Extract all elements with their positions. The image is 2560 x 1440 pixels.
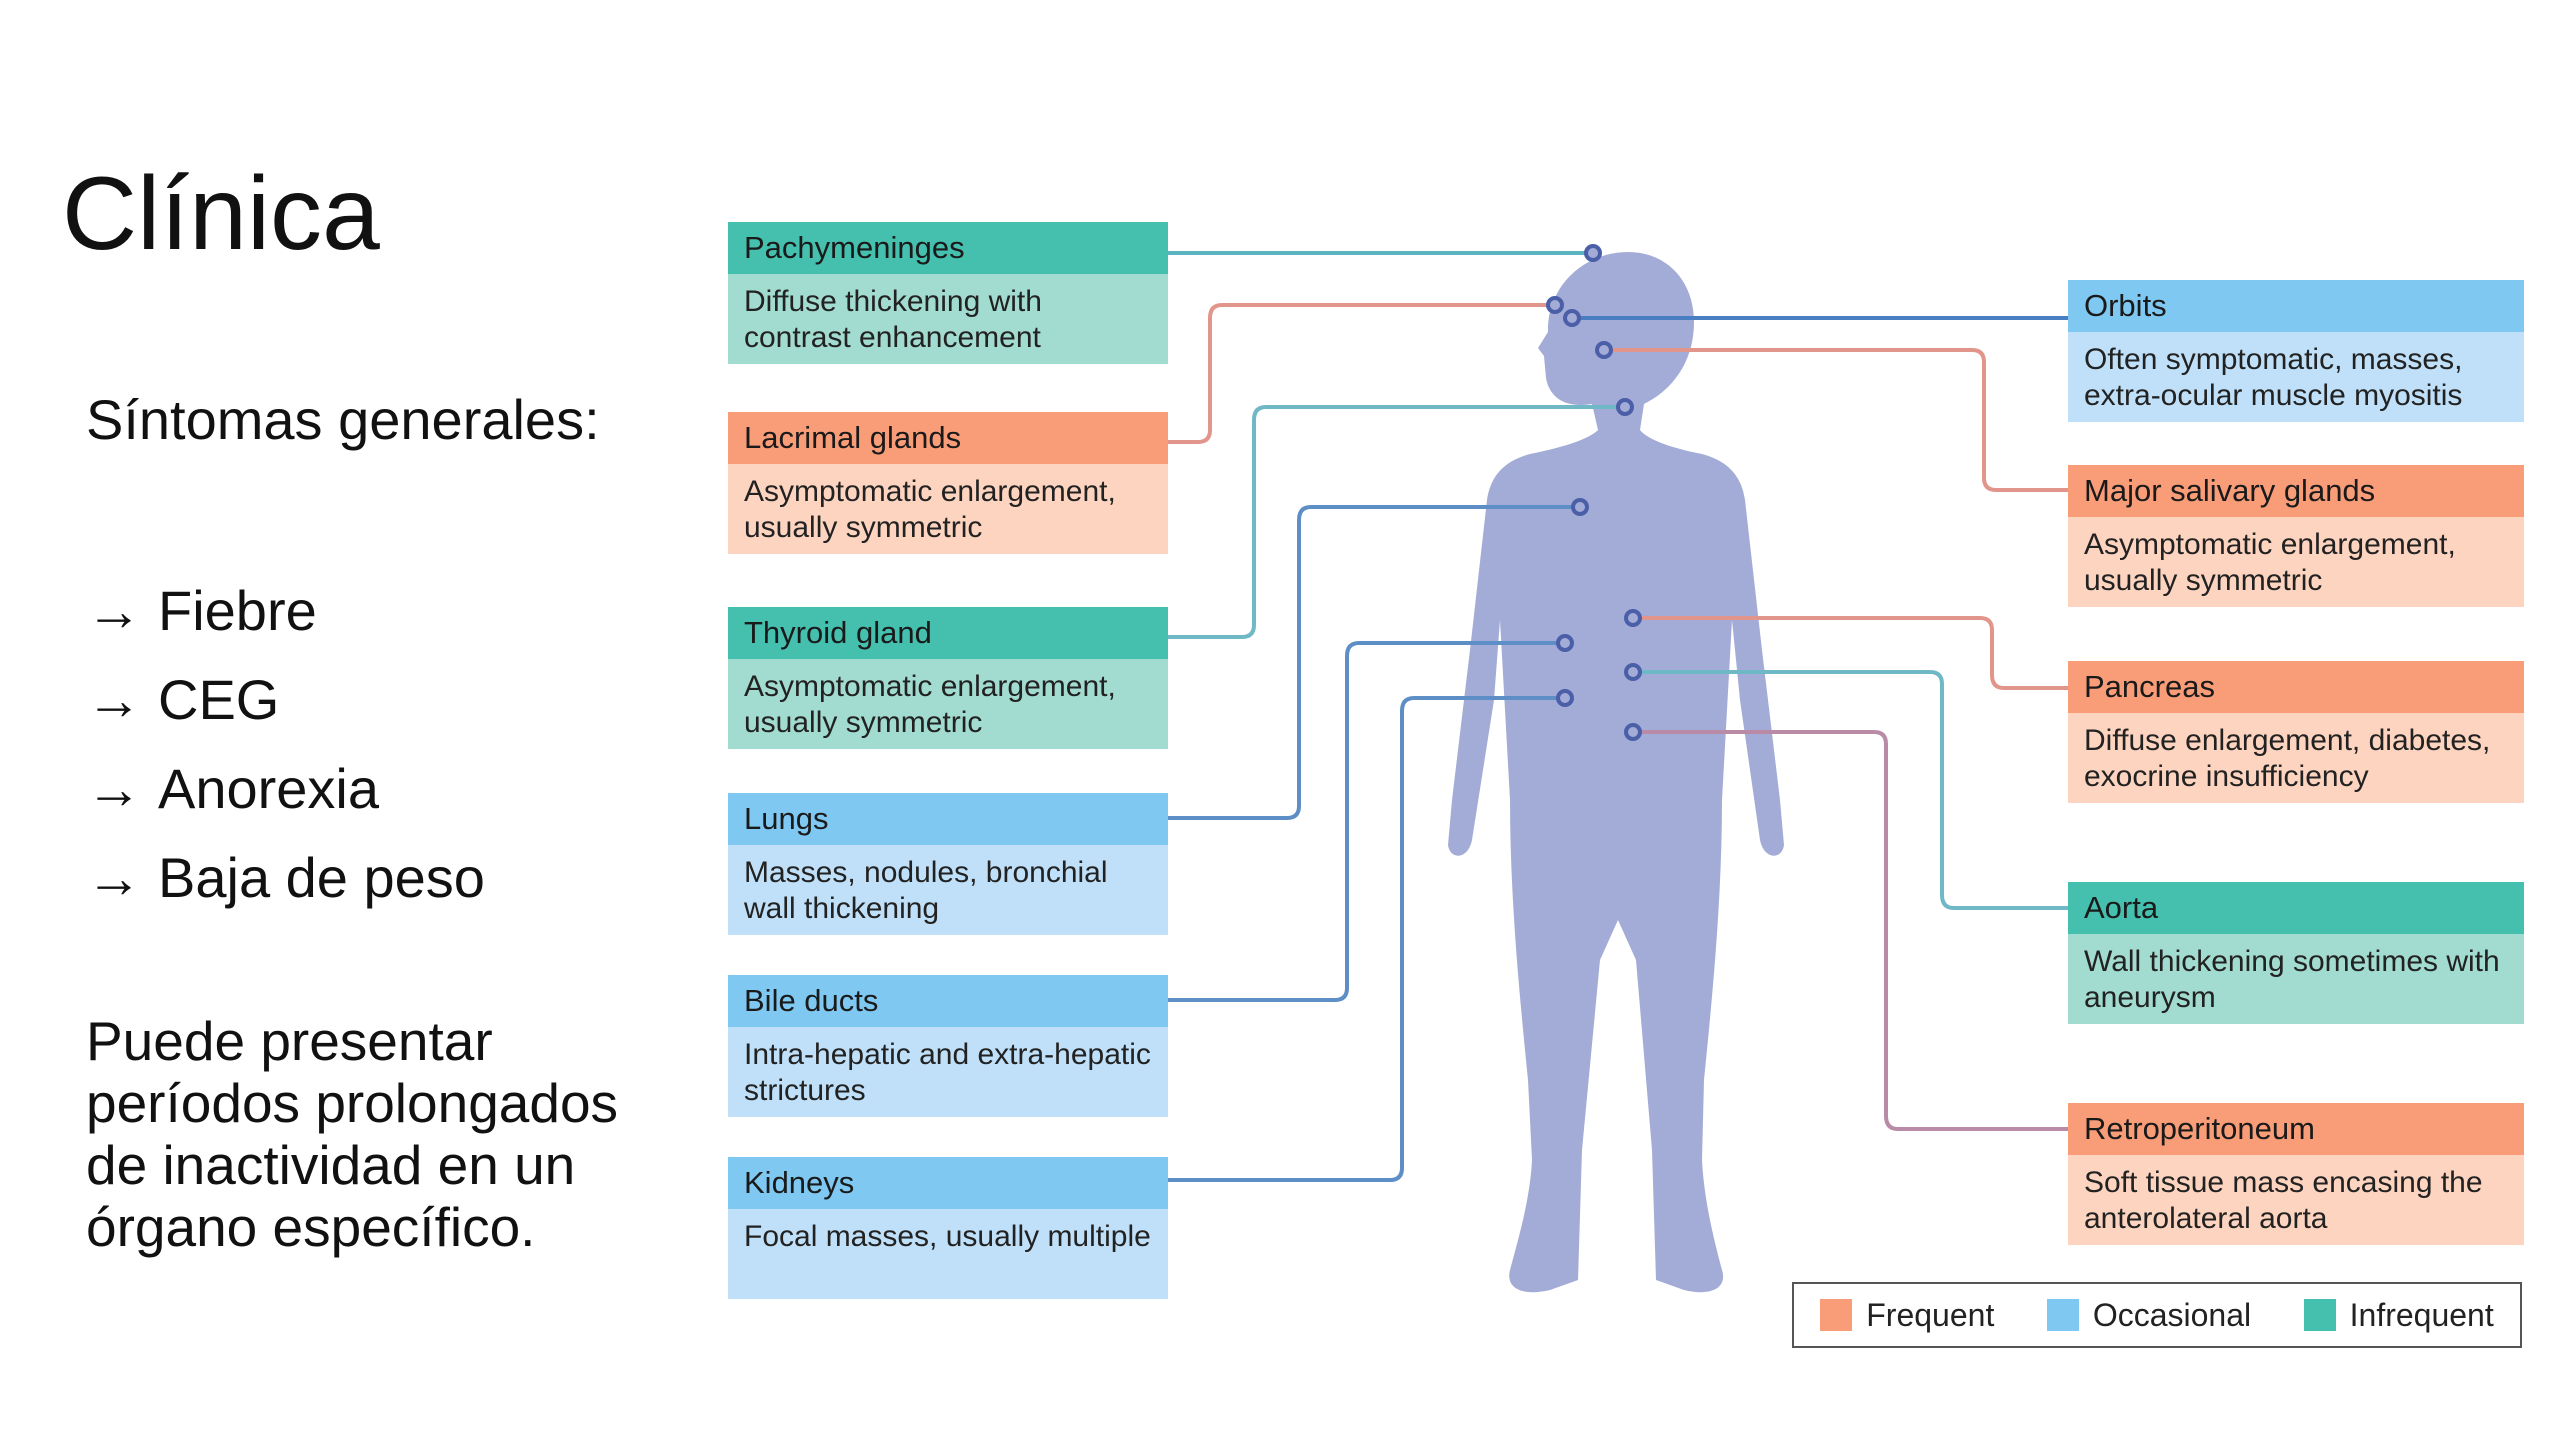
- frequent-swatch: [1820, 1299, 1853, 1331]
- organ-description: Soft tissue mass encasing the anterolate…: [2068, 1155, 2524, 1245]
- organ-description: Wall thickening sometimes with aneurysm: [2068, 934, 2524, 1024]
- marker-bile: [1556, 634, 1574, 652]
- occasional-swatch: [2046, 1299, 2079, 1331]
- symptom-label: CEG: [158, 667, 280, 731]
- arrow-icon: →: [86, 756, 142, 820]
- organ-name: Bile ducts: [728, 975, 1168, 1027]
- marker-aorta: [1624, 663, 1642, 681]
- organ-box-bile-ducts: Bile ducts Intra-hepatic and extra-hepat…: [728, 975, 1168, 1117]
- organ-box-lacrimal-glands: Lacrimal glands Asymptomatic enlargement…: [728, 412, 1168, 554]
- legend-label: Frequent: [1866, 1296, 1995, 1333]
- arrow-icon: →: [86, 667, 142, 731]
- organ-name: Major salivary glands: [2068, 465, 2524, 517]
- organ-name: Orbits: [2068, 280, 2524, 332]
- symptom-item: →CEG: [86, 655, 485, 744]
- marker-thyroid: [1616, 398, 1634, 416]
- organ-description: Intra-hepatic and extra-hepatic strictur…: [728, 1027, 1168, 1117]
- organ-box-pancreas: Pancreas Diffuse enlargement, diabetes, …: [2068, 661, 2524, 803]
- slide-title: Clínica: [62, 156, 380, 272]
- symptom-item: →Baja de peso: [86, 833, 485, 922]
- connector-retro: [1633, 730, 2068, 1131]
- marker-kidneys: [1556, 689, 1574, 707]
- organ-box-pachymeninges: Pachymeninges Diffuse thickening with co…: [728, 222, 1168, 364]
- organ-name: Lacrimal glands: [728, 412, 1168, 464]
- organ-name: Pachymeninges: [728, 222, 1168, 274]
- symptom-list: →Fiebre →CEG →Anorexia →Baja de peso: [86, 566, 485, 922]
- connector-lungs: [1168, 505, 1580, 820]
- connector-kidneys: [1168, 696, 1565, 1182]
- organ-name: Pancreas: [2068, 661, 2524, 713]
- organ-name: Kidneys: [728, 1157, 1168, 1209]
- inactivity-note: Puede presentar períodos prolongados de …: [86, 1010, 619, 1258]
- connector-thyroid: [1168, 405, 1625, 639]
- arrow-icon: →: [86, 578, 142, 642]
- legend-label: Infrequent: [2349, 1296, 2494, 1333]
- connector-lacrimal: [1168, 303, 1555, 444]
- marker-lacrimal: [1546, 296, 1564, 314]
- legend-item-occasional: Occasional: [2046, 1296, 2252, 1334]
- marker-pancreas: [1624, 609, 1642, 627]
- symptom-label: Anorexia: [158, 756, 380, 820]
- organ-box-thyroid-gland: Thyroid gland Asymptomatic enlargement, …: [728, 607, 1168, 749]
- organ-description: Focal masses, usually multiple: [728, 1209, 1168, 1299]
- organ-name: Thyroid gland: [728, 607, 1168, 659]
- organ-box-aorta: Aorta Wall thickening sometimes with ane…: [2068, 882, 2524, 1024]
- symptom-label: Fiebre: [158, 578, 317, 642]
- organ-name: Aorta: [2068, 882, 2524, 934]
- organ-description: Masses, nodules, bronchial wall thickeni…: [728, 845, 1168, 935]
- connector-aorta: [1633, 670, 2068, 910]
- organ-box-orbits: Orbits Often symptomatic, masses, extra-…: [2068, 280, 2524, 422]
- legend-item-infrequent: Infrequent: [2303, 1296, 2494, 1334]
- human-body-silhouette: [1448, 252, 1784, 1293]
- infrequent-swatch: [2303, 1299, 2336, 1331]
- marker-salivary: [1595, 341, 1613, 359]
- organ-description: Asymptomatic enlargement, usually symmet…: [2068, 517, 2524, 607]
- organ-description: Often symptomatic, masses, extra-ocular …: [2068, 332, 2524, 422]
- connector-salivary: [1604, 348, 2068, 492]
- legend-label: Occasional: [2092, 1296, 2252, 1333]
- organ-description: Asymptomatic enlargement, usually symmet…: [728, 659, 1168, 749]
- frequency-legend: Frequent Occasional Infrequent: [1792, 1282, 2522, 1348]
- organ-description: Diffuse thickening with contrast enhance…: [728, 274, 1168, 364]
- marker-pachymeninges: [1584, 244, 1602, 262]
- symptom-item: →Fiebre: [86, 566, 485, 655]
- organ-description: Diffuse enlargement, diabetes, exocrine …: [2068, 713, 2524, 803]
- legend-item-frequent: Frequent: [1820, 1297, 1994, 1334]
- marker-lungs: [1571, 498, 1589, 516]
- organ-name: Lungs: [728, 793, 1168, 845]
- connector-pancreas: [1633, 616, 2068, 690]
- connector-bile: [1168, 641, 1565, 1002]
- marker-retro: [1624, 723, 1642, 741]
- organ-name: Retroperitoneum: [2068, 1103, 2524, 1155]
- organ-box-major-salivary-glands: Major salivary glands Asymptomatic enlar…: [2068, 465, 2524, 607]
- organ-description: Asymptomatic enlargement, usually symmet…: [728, 464, 1168, 554]
- symptom-item: →Anorexia: [86, 744, 485, 833]
- marker-orbits: [1563, 309, 1581, 327]
- general-symptoms-heading: Síntomas generales:: [86, 388, 600, 451]
- organ-box-retroperitoneum: Retroperitoneum Soft tissue mass encasin…: [2068, 1103, 2524, 1245]
- arrow-icon: →: [86, 845, 142, 909]
- organ-box-kidneys: Kidneys Focal masses, usually multiple: [728, 1157, 1168, 1299]
- symptom-label: Baja de peso: [158, 845, 485, 909]
- organ-box-lungs: Lungs Masses, nodules, bronchial wall th…: [728, 793, 1168, 935]
